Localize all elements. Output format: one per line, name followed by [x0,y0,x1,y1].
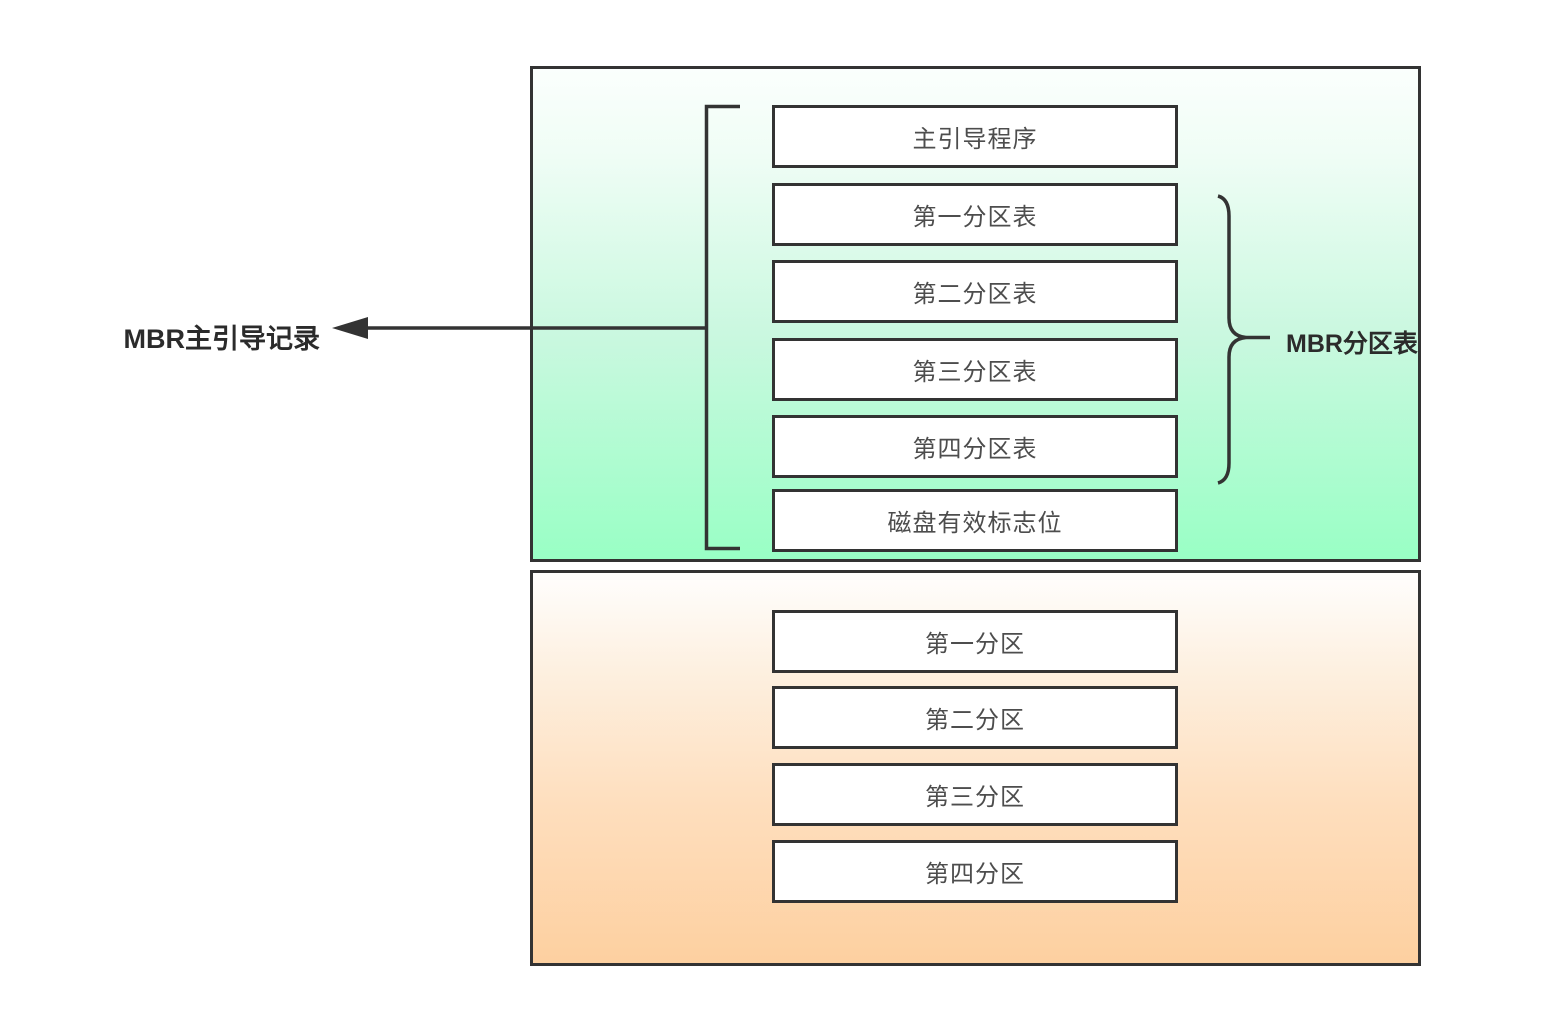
partition-row-1: 第一分区 [772,610,1178,673]
mbr-record-label: MBR主引导记录 [123,324,321,354]
partition-row-3: 第三分区 [772,763,1178,826]
mbr-row-boot-program: 主引导程序 [772,105,1178,168]
mbr-row-disk-valid-flag: 磁盘有效标志位 [772,489,1178,552]
mbr-partition-table-label: MBR分区表 [1286,330,1418,358]
mbr-row-partition-table-4: 第四分区表 [772,415,1178,478]
mbr-row-partition-table-3: 第三分区表 [772,338,1178,401]
partition-row-4: 第四分区 [772,840,1178,903]
mbr-row-partition-table-2: 第二分区表 [772,260,1178,323]
mbr-row-partition-table-1: 第一分区表 [772,183,1178,246]
partition-row-2: 第二分区 [772,686,1178,749]
arrow-head-icon [332,317,368,339]
